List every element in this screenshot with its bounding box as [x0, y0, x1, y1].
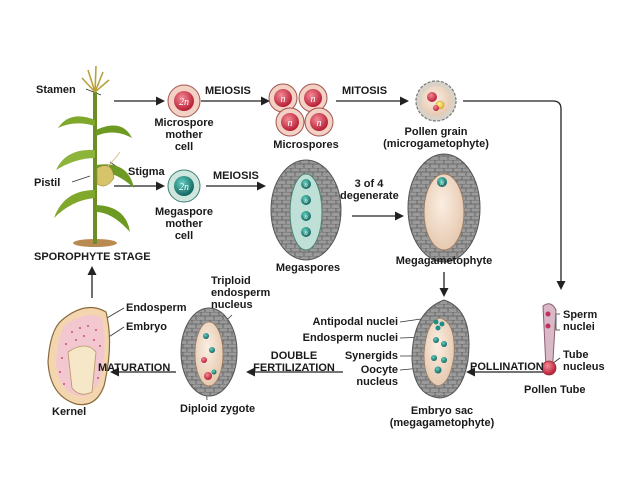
embryo-sac: [411, 299, 470, 399]
symbol-microspore: n: [288, 118, 293, 129]
symbol-megaspore: n: [304, 181, 308, 189]
pollen-grain: [415, 80, 457, 122]
label-maturation: MATURATION: [98, 362, 171, 374]
pollen-tube: [541, 303, 557, 376]
label-endosperm-nuclei: Endosperm nuclei: [302, 332, 398, 344]
symbol-megaspore-mother-cell: 2n: [179, 182, 189, 193]
kernel: [47, 306, 111, 406]
label-microspores: Microspores: [273, 139, 339, 151]
label-meiosis-top: MEIOSIS: [205, 85, 251, 97]
megaspore-mother-cell: [167, 169, 201, 203]
arrow-pollen-to-pollen-tube: [463, 100, 566, 290]
label-sporophyte-stage: SPOROPHYTE STAGE: [34, 251, 151, 263]
symbol-microspore: n: [281, 94, 286, 105]
label-stigma: Stigma: [128, 166, 165, 178]
symbol-megaspore: n: [304, 197, 308, 205]
symbol-megagametophyte: n: [440, 179, 444, 187]
fertilized-ovule: [180, 307, 238, 397]
microspores-group: [268, 83, 334, 137]
label-pollination: POLLINATION: [470, 361, 544, 373]
symbol-megaspore: n: [304, 229, 308, 237]
label-pollen-grain: Pollen grain(microgametophyte): [383, 126, 489, 150]
label-stamen: Stamen: [36, 84, 76, 96]
label-antipodal-nuclei: Antipodal nuclei: [312, 316, 398, 328]
symbol-microspore: n: [311, 94, 316, 105]
label-pistil: Pistil: [34, 177, 61, 189]
label-mitosis: MITOSIS: [342, 85, 388, 97]
flow-arrows: [87, 96, 566, 377]
label-kernel: Kernel: [52, 406, 87, 418]
megagametophyte-ovule: [407, 153, 481, 263]
symbol-microspore: n: [317, 118, 322, 129]
label-megagametophyte: Megagametophyte: [395, 255, 493, 267]
label-embryo: Embryo: [126, 321, 167, 333]
microspore-mother-cell: [167, 84, 201, 118]
label-synergids: Synergids: [344, 350, 398, 362]
symbol-megaspore: n: [304, 213, 308, 221]
tassel: [81, 65, 110, 93]
cell-symbols: 2n n n n n 2n n n n n n: [179, 94, 444, 237]
label-endosperm: Endosperm: [126, 302, 187, 314]
label-pollen-tube: Pollen Tube: [524, 384, 586, 396]
symbol-microspore-mother-cell: 2n: [179, 97, 189, 108]
label-diploid-zygote: Diploid zygote: [180, 403, 256, 415]
label-meiosis-mid: MEIOSIS: [213, 170, 259, 182]
ear: [96, 165, 115, 187]
label-megaspores: Megaspores: [275, 262, 341, 274]
corn-plant-illustration: [54, 65, 134, 247]
label-embryo-sac: Embryo sac(megagametophyte): [389, 405, 495, 429]
megaspores-ovule: [270, 159, 342, 261]
